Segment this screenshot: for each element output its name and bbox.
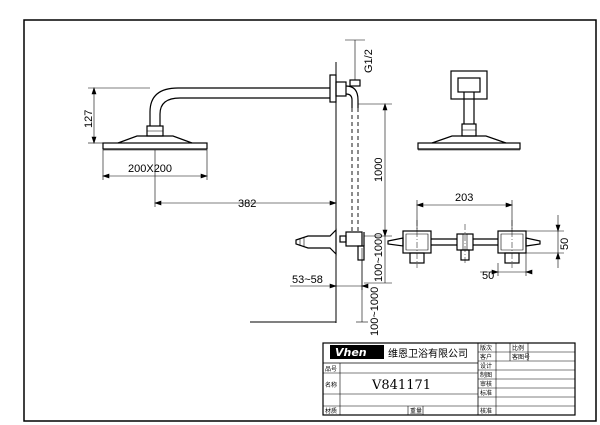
label-revision: 版次 bbox=[480, 344, 492, 352]
label-name: 名称 bbox=[325, 381, 337, 389]
title-block: Vhen 维恩卫浴有限公司 品号 名称 材质 重量 V841171 版次 客户 … bbox=[322, 342, 576, 416]
dim-label-203: 203 bbox=[455, 192, 473, 204]
front-view-valve-set bbox=[387, 230, 541, 264]
dim-label-1000: 1000 bbox=[373, 158, 385, 182]
label-drafting: 制图 bbox=[480, 371, 492, 379]
label-standard: 标准 bbox=[480, 389, 492, 397]
dim-label-floor-range: 100~1000 bbox=[369, 287, 381, 336]
side-view-shower-head bbox=[102, 74, 347, 151]
dim-label-53-58: 53~58 bbox=[292, 274, 323, 286]
dimension-382 bbox=[154, 150, 337, 207]
dim-label-height-50: 50 bbox=[559, 238, 571, 250]
dim-label-valve-range: 100~1000 bbox=[373, 233, 385, 282]
dimension-height-50 bbox=[526, 215, 564, 268]
dimension-200x200 bbox=[102, 150, 208, 180]
hidden-riser-pipe bbox=[351, 108, 359, 232]
brand-logo-box bbox=[330, 345, 384, 359]
company-name: 维恩卫浴有限公司 bbox=[388, 347, 468, 360]
side-view-valve bbox=[295, 228, 365, 261]
label-customer-drawing-no: 客图号 bbox=[512, 353, 530, 361]
dimension-width-50 bbox=[480, 253, 533, 276]
dim-label-width-50: 50 bbox=[482, 270, 494, 282]
dim-label-127: 127 bbox=[83, 110, 95, 128]
brand-logo-text: Vhen bbox=[335, 346, 367, 359]
dimension-valve-range bbox=[364, 235, 392, 284]
label-material: 材质 bbox=[325, 407, 337, 415]
label-customer: 客户 bbox=[480, 353, 492, 361]
dim-label-200x200: 200X200 bbox=[128, 163, 172, 175]
label-scale: 比例 bbox=[512, 344, 524, 352]
label-weight: 重量 bbox=[410, 407, 422, 415]
dim-label-g12: G1/2 bbox=[363, 49, 375, 73]
dimension-g12 bbox=[345, 39, 365, 80]
dim-label-382: 382 bbox=[238, 198, 256, 210]
sheet-border bbox=[23, 19, 597, 422]
riser-elbow bbox=[345, 79, 361, 108]
dimension-127 bbox=[88, 87, 150, 144]
label-approval: 核准 bbox=[480, 407, 492, 415]
label-review: 审核 bbox=[480, 380, 492, 388]
front-view-shower-head bbox=[417, 70, 521, 151]
dimension-1000 bbox=[358, 103, 392, 237]
label-design: 设计 bbox=[480, 362, 492, 370]
dimension-203 bbox=[416, 200, 513, 231]
model-number: V841171 bbox=[371, 378, 431, 393]
label-part-no: 品号 bbox=[325, 366, 337, 373]
dimension-floor-range bbox=[356, 248, 368, 323]
